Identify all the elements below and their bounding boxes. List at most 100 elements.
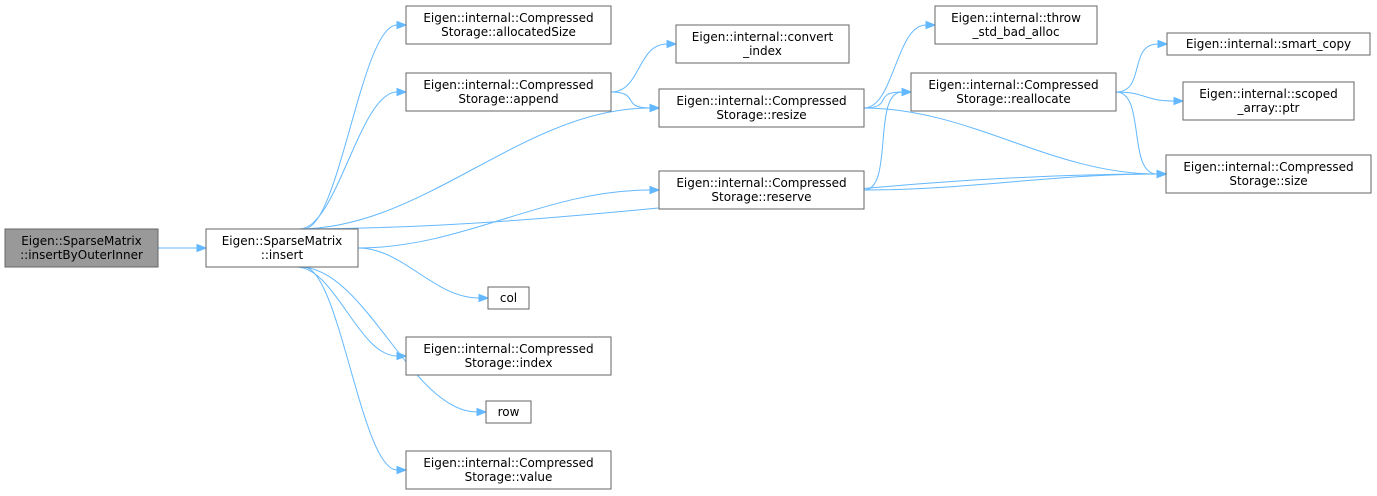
node-box (1182, 81, 1355, 121)
node-label: Eigen::internal::Compressed (423, 78, 593, 92)
edge-line (357, 247, 480, 299)
edge-line (296, 266, 398, 357)
arrowhead (649, 103, 661, 113)
arrowhead (901, 87, 913, 97)
edge-reallocate-to-size (1115, 91, 1168, 179)
edge-reserve-to-reallocate (863, 87, 913, 191)
node-label: row (498, 405, 520, 419)
node-label: Storage::index (465, 356, 553, 370)
node-box (485, 400, 532, 424)
node-box (910, 72, 1117, 112)
node-index[interactable]: Eigen::internal::CompressedStorage::inde… (405, 336, 612, 376)
node-resize[interactable]: Eigen::internal::CompressedStorage::resi… (658, 88, 865, 128)
edge-line (610, 43, 668, 93)
edge-line (1115, 43, 1159, 93)
node-label: Eigen::internal::smart_copy (1186, 37, 1351, 51)
node-label: Storage::reserve (711, 190, 811, 204)
node-label: Eigen::internal::Compressed (928, 78, 1098, 92)
arrowhead (396, 465, 408, 475)
node-append[interactable]: Eigen::internal::CompressedStorage::appe… (405, 72, 612, 112)
node-box (405, 336, 612, 376)
edge-line (357, 189, 651, 249)
edge-line (303, 266, 398, 471)
node-label: Eigen::SparseMatrix (21, 234, 142, 248)
node-label: ::insert (261, 248, 304, 262)
edge-line (610, 91, 651, 109)
node-box (1166, 32, 1371, 56)
node-box (405, 450, 612, 490)
node-box (405, 5, 612, 45)
edge-line (299, 91, 398, 230)
edge-line (303, 24, 398, 230)
node-label: Eigen::internal::Compressed (1183, 160, 1353, 174)
edge-line (299, 266, 478, 413)
node-box (4, 228, 159, 268)
arrowhead (1156, 169, 1168, 179)
function-nodes: Eigen::SparseMatrix::insertByOuterInnerE… (4, 5, 1372, 490)
node-smart_copy[interactable]: Eigen::internal::smart_copy (1166, 32, 1371, 56)
edge-insert-to-index (296, 266, 408, 361)
edge-line (863, 91, 903, 191)
node-insert[interactable]: Eigen::SparseMatrix::insert (205, 228, 359, 268)
node-label: _std_bad_alloc (971, 25, 1059, 39)
edge-insert-to-reserve (357, 185, 661, 249)
node-label: col (500, 291, 517, 305)
edge-line (1115, 91, 1158, 175)
node-label: Storage::size (1229, 174, 1307, 188)
edge-insert-to-append (299, 87, 408, 230)
edge-append-to-resize (610, 91, 661, 113)
node-label: Eigen::internal::Compressed (423, 342, 593, 356)
arrowhead (1157, 39, 1169, 49)
arrowhead (396, 20, 408, 30)
edge-line (863, 24, 927, 109)
node-scoped_array_ptr[interactable]: Eigen::internal::scoped_array::ptr (1182, 81, 1355, 121)
edge-reallocate-to-smart_copy (1115, 39, 1169, 93)
node-label: Eigen::internal::Compressed (423, 456, 593, 470)
node-label: Storage::reallocate (956, 92, 1071, 106)
call-edges (158, 20, 1185, 475)
arrowhead (1173, 96, 1185, 106)
edge-append-to-convert_index (610, 39, 678, 93)
node-label: Eigen::internal::convert (692, 30, 834, 44)
edge-insert-to-allocatedSize (303, 20, 408, 230)
node-label: Storage::allocatedSize (441, 25, 576, 39)
node-row[interactable]: row (485, 400, 532, 424)
node-value[interactable]: Eigen::internal::CompressedStorage::valu… (405, 450, 612, 490)
arrowhead (666, 39, 678, 49)
edge-line (863, 91, 903, 109)
edge-line (1115, 91, 1175, 102)
node-label: Eigen::internal::Compressed (423, 11, 593, 25)
edge-insertByOuterInner-to-insert (158, 243, 208, 253)
edge-reallocate-to-scoped_array_ptr (1115, 91, 1185, 106)
node-col[interactable]: col (487, 286, 530, 310)
node-label: Eigen::internal::scoped (1199, 87, 1338, 101)
node-box (934, 5, 1098, 45)
node-label: Storage::resize (716, 108, 806, 122)
edge-line (298, 107, 651, 230)
node-label: _array::ptr (1237, 101, 1300, 115)
node-label: Eigen::SparseMatrix (222, 234, 343, 248)
edge-insert-to-col (357, 247, 490, 303)
node-reallocate[interactable]: Eigen::internal::CompressedStorage::real… (910, 72, 1117, 112)
node-box (658, 88, 865, 128)
edge-resize-to-size (863, 107, 1168, 179)
edge-insert-to-resize (298, 103, 661, 230)
node-label: _index (742, 44, 782, 58)
edge-line (863, 107, 1158, 175)
node-allocatedSize[interactable]: Eigen::internal::CompressedStorage::allo… (405, 5, 612, 45)
node-throw_bad_alloc[interactable]: Eigen::internal::throw_std_bad_alloc (934, 5, 1098, 45)
edge-line (863, 173, 1158, 191)
node-label: Storage::append (458, 92, 558, 106)
arrowhead (396, 87, 408, 97)
node-box (1165, 154, 1372, 194)
node-label: ::insertByOuterInner (20, 248, 143, 262)
node-convert_index[interactable]: Eigen::internal::convert_index (675, 24, 850, 64)
node-box (675, 24, 850, 64)
node-reserve[interactable]: Eigen::internal::CompressedStorage::rese… (658, 170, 865, 210)
node-insertByOuterInner: Eigen::SparseMatrix::insertByOuterInner (4, 228, 159, 268)
node-label: Eigen::internal::Compressed (676, 94, 846, 108)
edge-insert-to-value (303, 266, 408, 475)
arrowhead (478, 293, 490, 303)
node-box (487, 286, 530, 310)
